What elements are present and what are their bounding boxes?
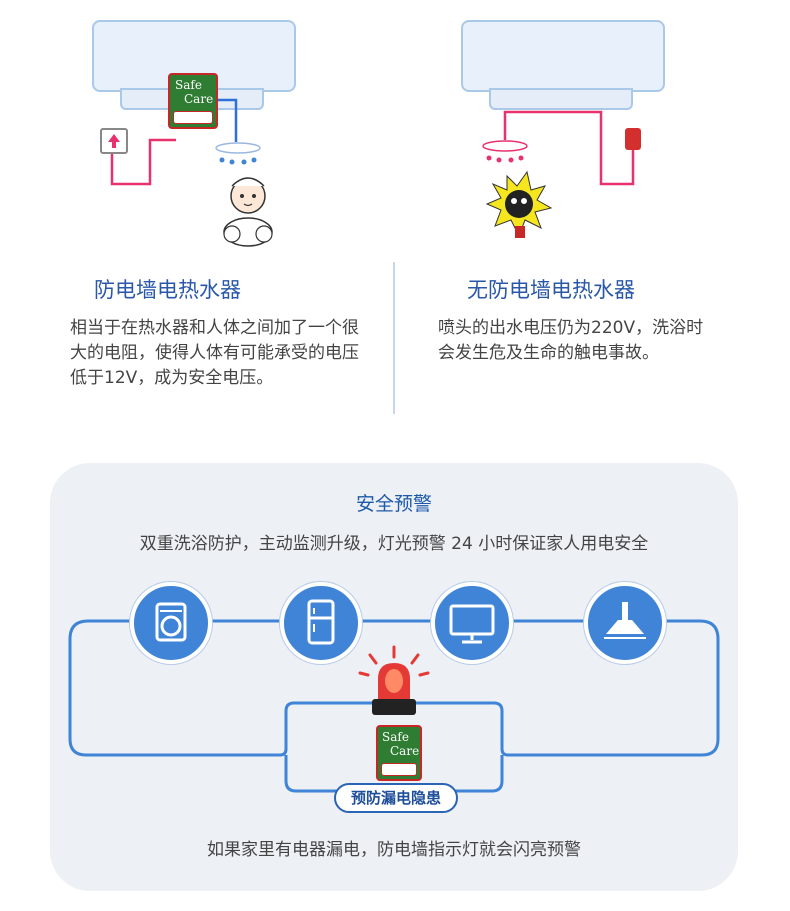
right-title: 无防电墙电热水器 [467, 278, 635, 302]
prevent-leakage-badge: 预防漏电隐患 [334, 783, 458, 813]
water-heater-body [461, 20, 665, 92]
safe-heater-illustration: Safe Care [0, 0, 395, 260]
tv-monitor-icon [431, 582, 513, 664]
panel-subtitle: 双重洗浴防护，主动监测升级，灯光预警 24 小时保证家人用电安全 [139, 534, 649, 554]
logo-line1: Safe [175, 78, 202, 92]
logo-line2: Care [390, 744, 420, 758]
left-description: 相当于在热水器和人体之间加了一个很大的电阻，使得人体有可能承受的电压低于12V，… [70, 318, 359, 388]
logo-line2: Care [184, 92, 214, 106]
column-divider [393, 262, 395, 414]
water-heater-tray [489, 88, 633, 110]
power-socket-icon [100, 128, 128, 154]
safety-warning-panel: 安全预警 双重洗浴防护，主动监测升级，灯光预警 24 小时保证家人用电安全 Sa… [50, 463, 738, 891]
wiring [110, 98, 273, 247]
right-description: 喷头的出水电压仍为220V，洗浴时会发生危及生命的触电事故。 [438, 318, 704, 363]
refrigerator-icon [280, 582, 362, 664]
power-socket-icon [625, 128, 641, 150]
unsafe-heater-illustration [395, 0, 790, 260]
logo-line1: Safe [382, 730, 409, 744]
left-title: 防电墙电热水器 [94, 278, 241, 302]
safe-care-logo: Safe Care [168, 73, 218, 129]
range-hood-icon [584, 582, 666, 664]
wiring [482, 110, 635, 238]
panel-footer: 如果家里有电器漏电，防电墙指示灯就会闪亮预警 [207, 840, 581, 860]
washing-machine-icon [130, 582, 212, 664]
panel-title: 安全预警 [355, 493, 432, 515]
alarm-light-icon [358, 645, 430, 715]
safe-care-logo: Safe Care [376, 725, 422, 781]
